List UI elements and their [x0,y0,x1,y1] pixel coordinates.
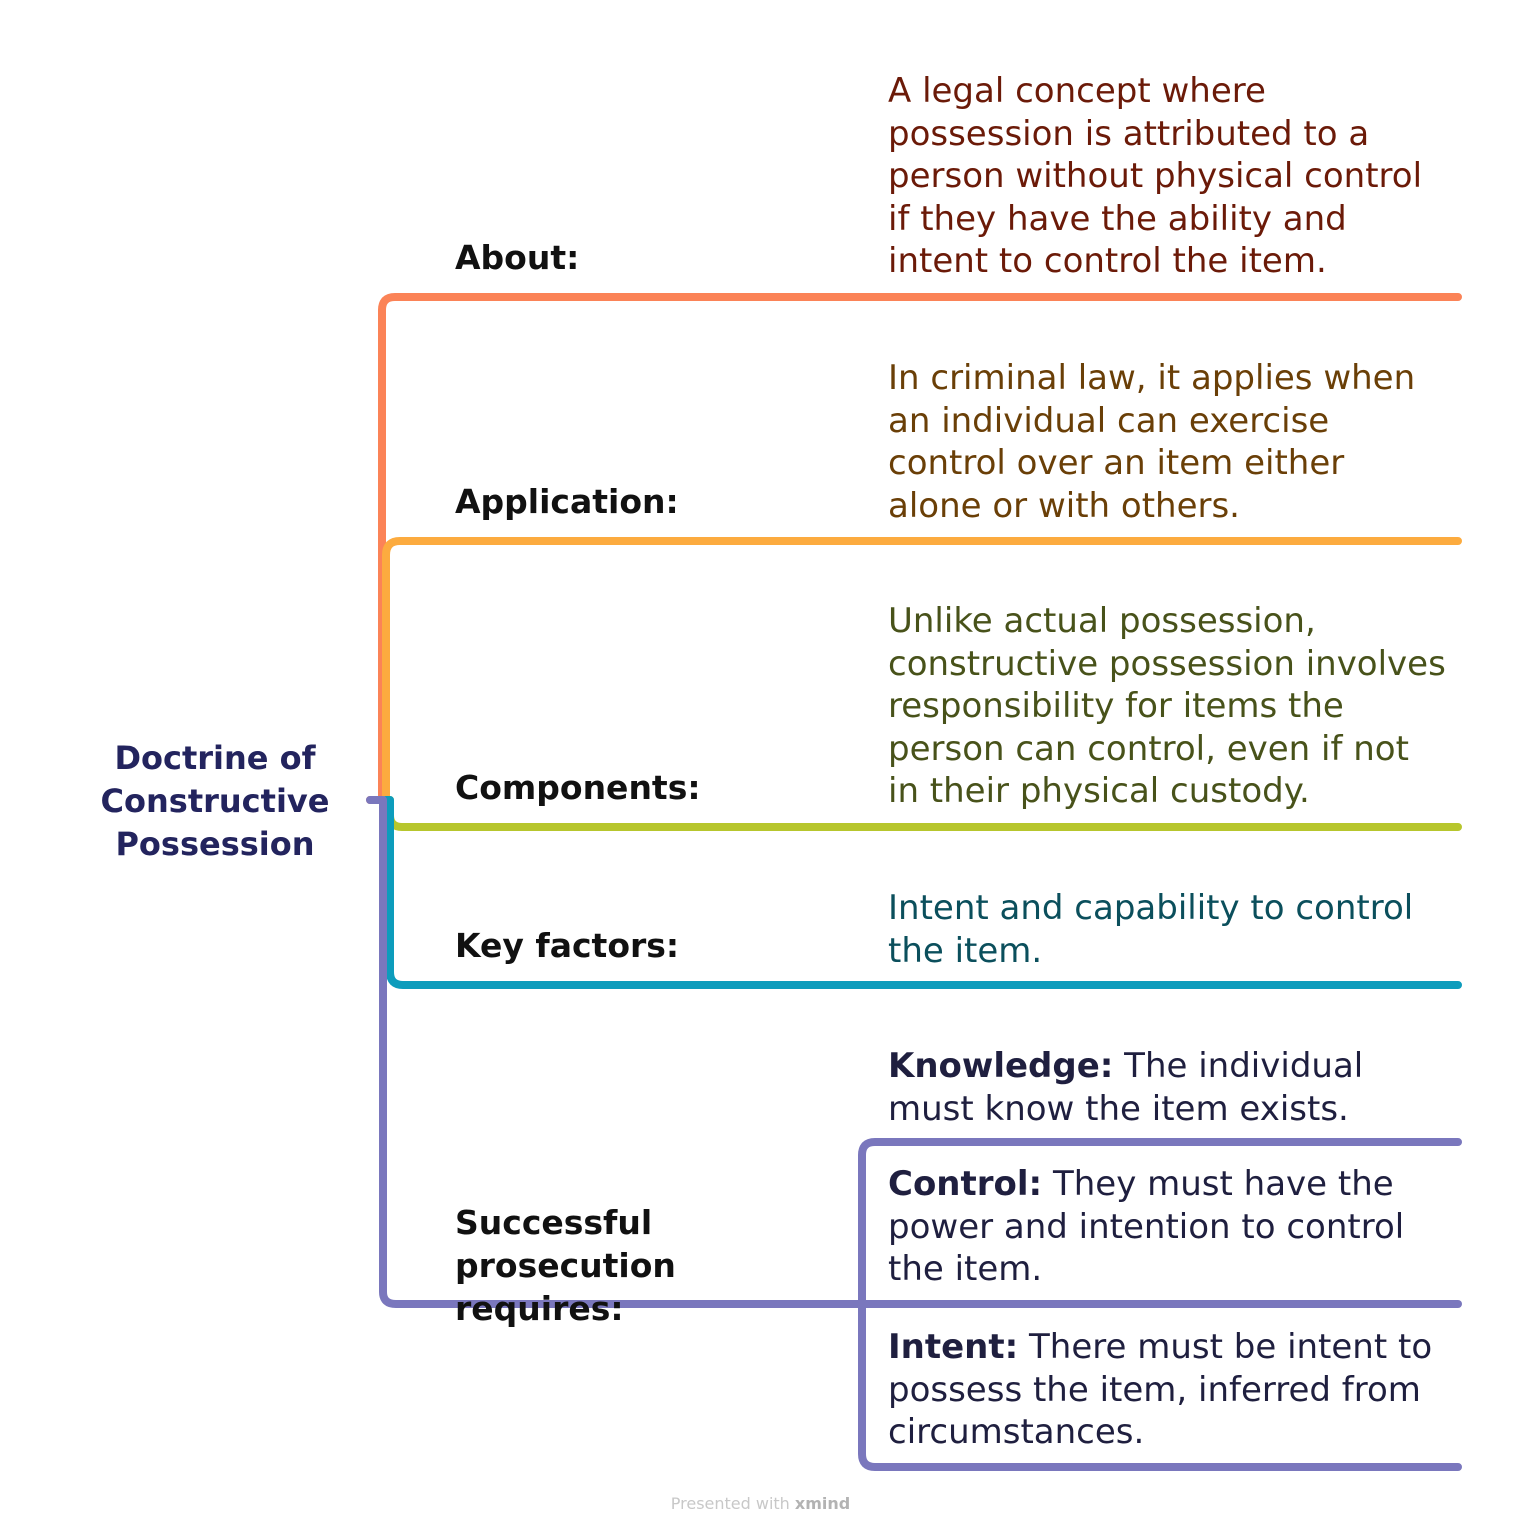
footer-prefix: Presented with [670,1494,795,1513]
branch-text-about[interactable]: A legal concept where possession is attr… [888,71,1423,281]
connector-about [366,293,1462,804]
root-topic[interactable]: Doctrine of Constructive Possession [60,737,370,866]
branch-label-line: prosecution requires: [455,1246,676,1328]
branch-label-prosecution[interactable]: Successful prosecution requires: [455,1201,855,1330]
footer-brand: xmind [794,1494,851,1513]
connector-application [379,537,1462,804]
branch-text-key-factors[interactable]: Intent and capability to control the ite… [888,888,1414,971]
branch-label-application[interactable]: Application: [455,482,679,521]
sub-topic-knowledge[interactable]: Knowledge: The individual must know the … [888,1045,1448,1130]
root-topic-line: Doctrine of [114,739,316,777]
sub-topic-text: They must have the power and intention t… [888,1164,1405,1289]
connector-key-factors [382,796,1462,989]
sub-topic-term: Control: [888,1164,1043,1204]
sub-topic-term: Intent: [888,1327,1019,1367]
connector-prosecution [366,796,862,1308]
branch-label-about[interactable]: About: [455,238,580,277]
footer-credit: Presented with xmind [0,1494,1521,1513]
root-topic-line: Constructive [100,782,330,820]
sub-topic-text: There must be intent to possess the item… [888,1327,1433,1452]
root-topic-line: Possession [115,825,315,863]
branch-label-components[interactable]: Components: [455,768,701,807]
branch-text-application[interactable]: In criminal law, it applies when an indi… [888,358,1416,526]
connector-sub-control [858,1138,1462,1308]
sub-topic-control[interactable]: Control: They must have the power and in… [888,1163,1448,1291]
sub-topic-intent[interactable]: Intent: There must be intent to possess … [888,1326,1448,1454]
sub-topic-text: The individual must know the item exists… [888,1046,1364,1129]
branch-text-components[interactable]: Unlike actual possession, constructive p… [888,601,1446,811]
connector-sub-intent [858,1300,1462,1471]
sub-topic-term: Knowledge: [888,1046,1114,1086]
branch-label-line: Successful [455,1203,653,1242]
branch-label-key-factors[interactable]: Key factors: [455,926,680,965]
